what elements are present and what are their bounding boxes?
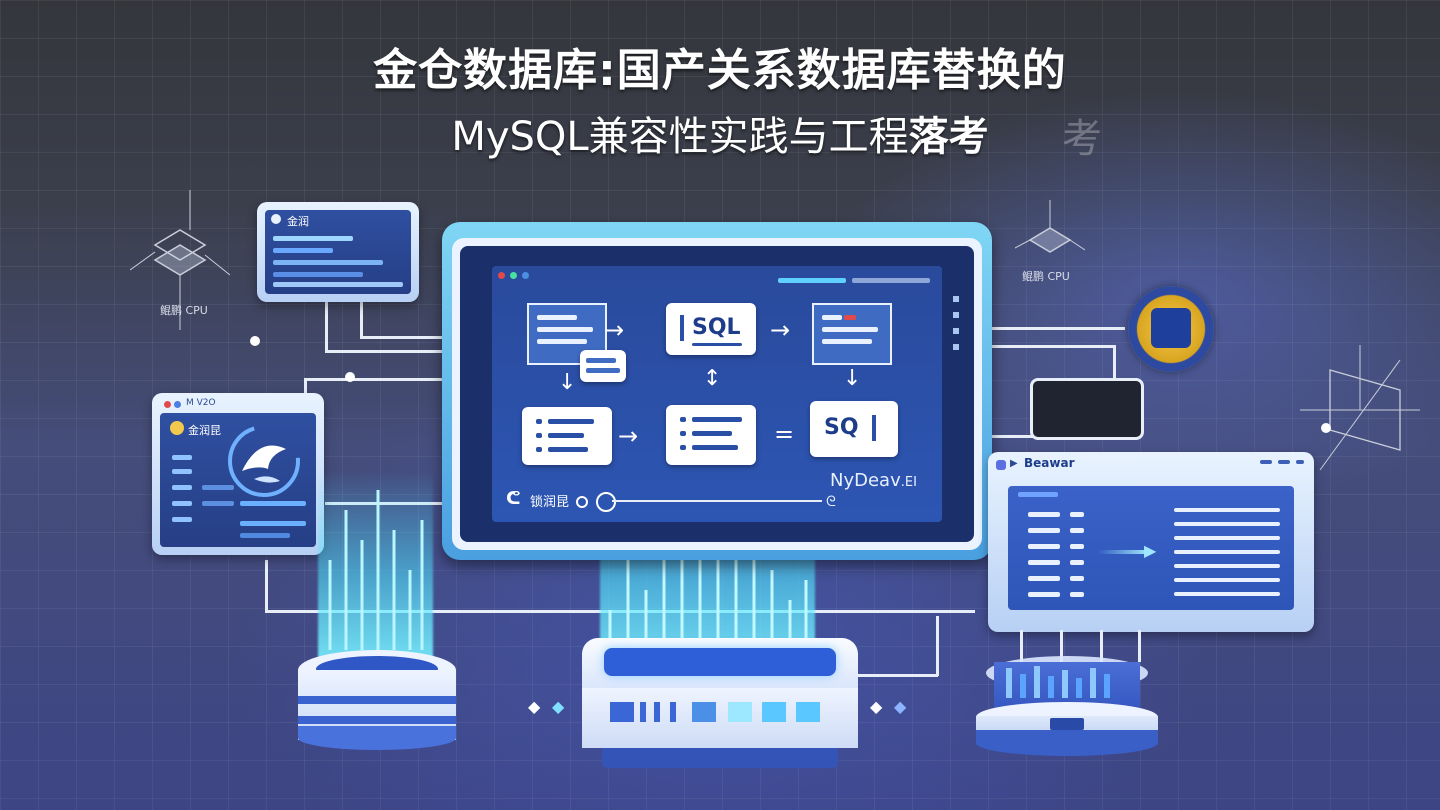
wire — [265, 560, 268, 612]
diamond-icon: ◆ — [894, 697, 907, 716]
footer-left-label: 锁润昆 — [530, 495, 570, 510]
arrow-right-icon: ▶ — [1144, 541, 1157, 560]
logo-icon — [271, 214, 281, 224]
title-line-2-main: MySQL兼容性实践与工程 — [451, 114, 909, 160]
equals-sign: = — [774, 420, 795, 448]
wire — [325, 350, 445, 353]
wire — [858, 674, 938, 677]
diamond-icon: ◆ — [552, 697, 565, 716]
light-beam-left — [318, 470, 433, 660]
bird-logo-icon — [228, 425, 300, 497]
wire — [990, 327, 1125, 330]
footer-right-name: NyDeav — [830, 470, 901, 491]
diamond-icon: ◆ — [870, 697, 883, 716]
sql-box-1-label: SQL — [692, 315, 741, 340]
mid-left-panel-label: 金润昆 — [188, 424, 221, 437]
sql-box-1: SQL — [666, 303, 756, 355]
toggle-icon — [596, 492, 616, 512]
wire — [990, 435, 1035, 438]
wire — [612, 500, 822, 502]
footer-right-label: NyDeav.EI — [830, 470, 917, 491]
wire — [1138, 630, 1141, 662]
wire — [936, 616, 939, 676]
top-left-panel: 金润 — [257, 202, 419, 302]
wire — [1100, 630, 1103, 662]
node-dot — [345, 372, 355, 382]
wire — [1060, 630, 1063, 662]
doc-block — [812, 303, 892, 365]
doc-chip — [580, 350, 626, 382]
wire — [304, 378, 307, 398]
wire — [1113, 345, 1116, 385]
footer-logo-icon: ᕦ — [506, 488, 521, 509]
wire — [1020, 630, 1023, 662]
wire — [990, 345, 1115, 348]
list-chip — [522, 407, 612, 465]
footer-sync-icon: ᘓ — [826, 494, 836, 510]
wire — [325, 300, 328, 352]
cpu-label-right: 鲲鹏 CPU — [1022, 270, 1070, 283]
arrow-down-icon: ↓ — [558, 370, 577, 395]
mid-left-panel-tab: M V2O — [186, 398, 216, 408]
server-base — [582, 638, 858, 768]
title-ghost: 考 — [1062, 116, 1102, 162]
right-panel-label: Beawar — [1024, 456, 1075, 470]
logo-icon — [996, 460, 1006, 470]
logo-icon — [170, 421, 184, 435]
wire — [360, 300, 363, 338]
main-monitor — [442, 222, 992, 560]
database-cylinder-left — [298, 650, 456, 750]
list-chip — [666, 405, 756, 465]
title-line-2-tail: 落考 — [908, 114, 989, 160]
footer-right-suffix: .EI — [900, 475, 917, 490]
arrow-right-icon: → — [604, 316, 625, 344]
wire — [304, 378, 444, 381]
diamond-icon: ◆ — [528, 697, 541, 716]
arrow-right-icon: → — [618, 422, 639, 450]
cpu-chip-icon — [130, 190, 230, 330]
data-stream-lines — [328, 490, 424, 650]
cpu-chip-icon — [1015, 200, 1085, 253]
top-left-panel-label: 金润 — [287, 215, 309, 228]
network-node-icon — [1300, 345, 1420, 471]
arrow-updown-icon: ↕ — [703, 366, 722, 391]
title-line-2: MySQL兼容性实践与工程落考 — [0, 104, 1440, 162]
sql-box-2-label: SQ — [824, 415, 859, 440]
right-panel: ▶ Beawar ▶ — [988, 452, 1314, 632]
sql-box-2: SQ — [810, 401, 898, 457]
title-line-1: 金仓数据库:国产关系数据库替换的 — [373, 45, 1067, 96]
database-cylinder-right — [976, 656, 1158, 756]
play-icon: ▶ — [1010, 458, 1018, 469]
wire — [360, 336, 445, 339]
node-dot — [250, 336, 260, 346]
mid-left-panel: M V2O 金润昆 — [152, 393, 324, 555]
cpu-label-left: 鲲鹏 CPU — [160, 304, 208, 317]
arrow-down-icon: ↓ — [843, 366, 862, 391]
arrow-right-icon: → — [770, 316, 791, 344]
transfer-arrow-icon — [1098, 550, 1148, 554]
emblem-badge-icon — [1128, 286, 1214, 372]
small-monitor — [1030, 378, 1144, 440]
